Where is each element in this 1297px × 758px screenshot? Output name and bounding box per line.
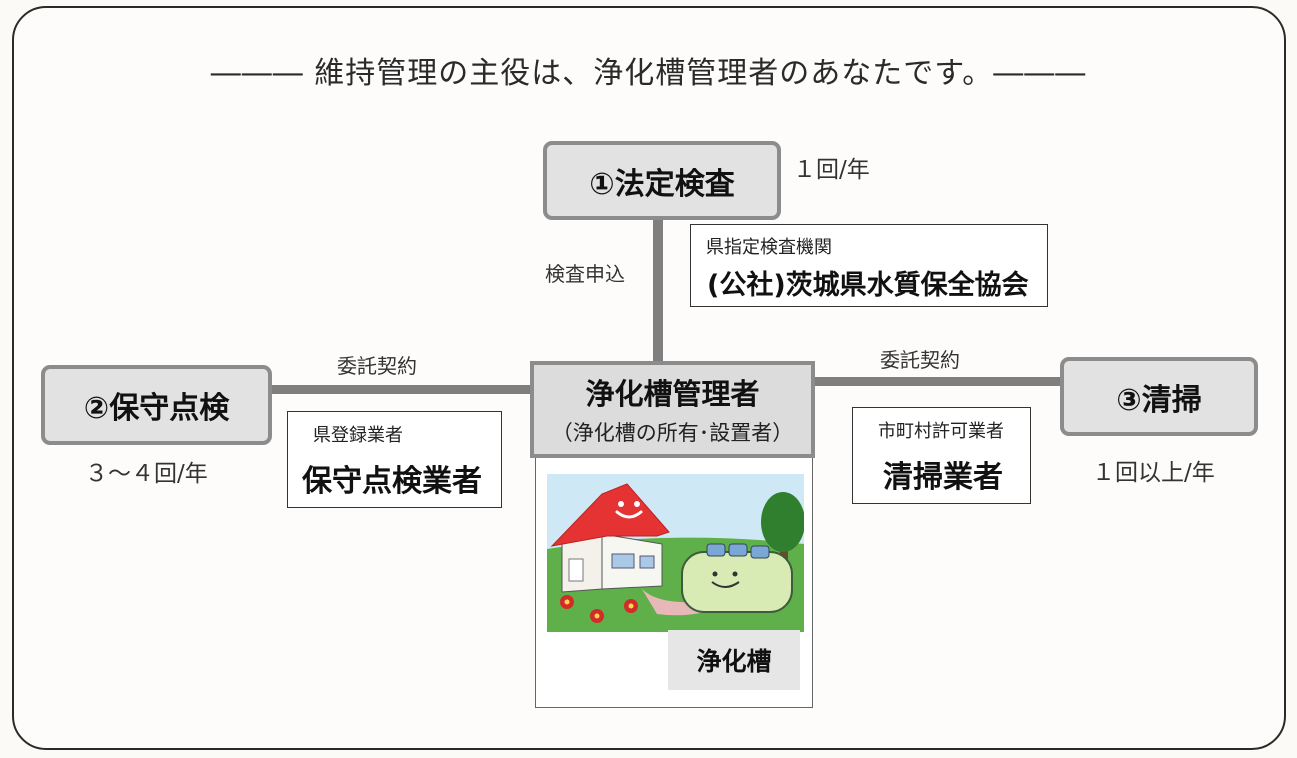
edge-label-cleaning: 委託契約 <box>880 348 960 372</box>
house-roof-icon <box>550 483 670 547</box>
septic-tank-icon <box>681 551 793 613</box>
node-inspection: ①法定検査 <box>543 141 781 220</box>
box-cleaning-agency: 市町村許可業者 清掃業者 <box>852 407 1031 504</box>
house-door-icon <box>568 558 584 582</box>
septic-tank-illustration <box>547 474 804 632</box>
edge-label-maintenance: 委託契約 <box>337 354 417 378</box>
box-cleaning-agency-type: 市町村許可業者 <box>878 421 1004 442</box>
edge-label-inspection: 検査申込 <box>545 262 625 286</box>
node-manager: 浄化槽管理者 （浄化槽の所有･設置者） <box>530 361 815 458</box>
frequency-inspection: １回/年 <box>793 157 870 183</box>
frequency-maintenance: ３～４回/年 <box>85 461 208 487</box>
node-cleaning-label: ③清掃 <box>1116 382 1202 418</box>
node-cleaning: ③清掃 <box>1060 357 1258 436</box>
connector-left <box>268 385 532 394</box>
connector-right <box>813 377 1065 386</box>
roof-smile-icon <box>615 510 643 519</box>
node-inspection-label: ①法定検査 <box>589 166 735 202</box>
illustration-label: 浄化槽 <box>668 630 800 690</box>
node-maintenance: ②保守点検 <box>41 365 272 445</box>
node-manager-subtitle: （浄化槽の所有･設置者） <box>551 421 794 445</box>
box-maintenance-agency: 県登録業者 保守点検業者 <box>287 411 502 508</box>
connector-vertical <box>653 215 663 365</box>
flower-icons <box>560 595 638 623</box>
box-maintenance-agency-type: 県登録業者 <box>313 425 403 446</box>
illustration-label-text: 浄化槽 <box>696 647 772 676</box>
node-manager-title: 浄化槽管理者 <box>585 377 760 411</box>
box-maintenance-agency-name: 保守点検業者 <box>302 464 482 499</box>
frequency-cleaning: １回以上/年 <box>1092 460 1215 486</box>
node-maintenance-label: ②保守点検 <box>83 391 230 426</box>
box-inspection-agency-type: 県指定検査機関 <box>706 237 832 258</box>
box-cleaning-agency-name: 清掃業者 <box>883 460 1003 495</box>
house-window-icon <box>611 553 635 569</box>
box-inspection-agency-name: (公社)茨城県水質保全協会 <box>707 270 1029 301</box>
box-inspection-agency: 県指定検査機関 (公社)茨城県水質保全協会 <box>690 224 1048 307</box>
diagram-title: ――― 維持管理の主役は、浄化槽管理者のあなたです。――― <box>210 56 1087 91</box>
tree-icon <box>761 492 804 552</box>
